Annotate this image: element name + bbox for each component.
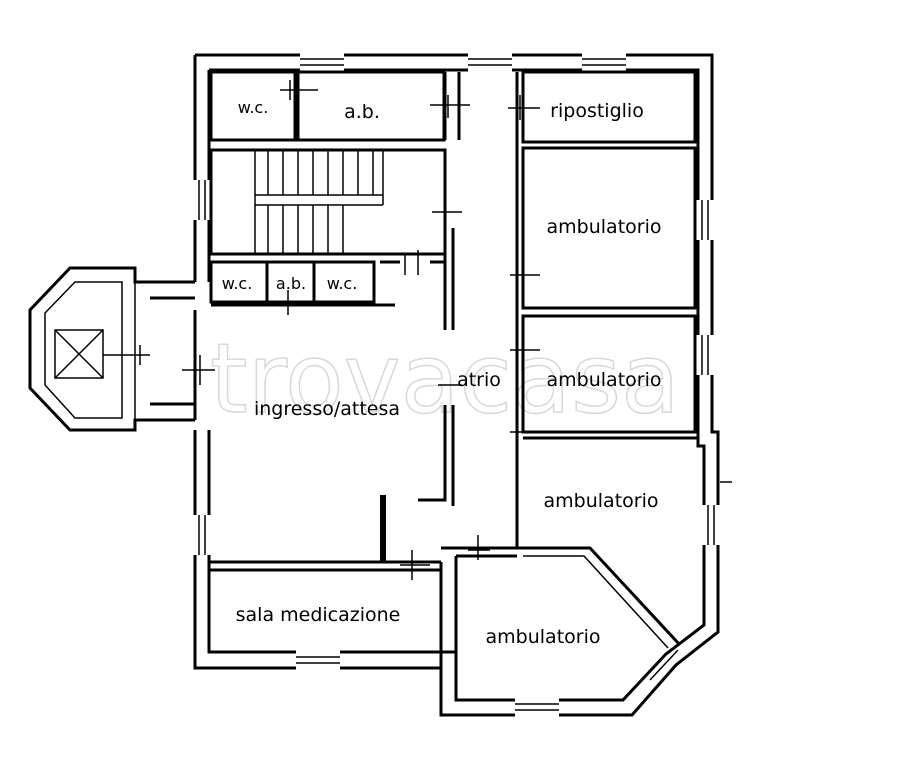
room-label-ambulatorio-2: ambulatorio xyxy=(547,369,662,391)
outer-walls xyxy=(193,53,720,718)
room-label-wc-top: w.c. xyxy=(238,98,269,117)
room-label-ab-small: a.b. xyxy=(276,274,306,293)
room-labels: w.c. a.b. ripostiglio ambulatorio w.c. a… xyxy=(222,98,662,648)
room-label-ab-top: a.b. xyxy=(344,101,380,123)
room-label-sala-medicazione: sala medicazione xyxy=(236,604,401,626)
room-label-ingresso: ingresso/attesa xyxy=(254,398,400,420)
room-label-ambulatorio-4: ambulatorio xyxy=(486,626,601,648)
room-label-atrio: atrio xyxy=(457,369,501,391)
door-markers xyxy=(280,80,732,580)
room-label-wc-small-right: w.c. xyxy=(327,274,358,293)
stairs xyxy=(254,150,384,254)
room-label-ripostiglio: ripostiglio xyxy=(550,100,644,122)
room-label-ambulatorio-1: ambulatorio xyxy=(547,216,662,238)
entrance-annex xyxy=(28,266,215,432)
room-label-ambulatorio-3: ambulatorio xyxy=(544,490,659,512)
internal-walls xyxy=(209,70,698,668)
room-label-wc-small-left: w.c. xyxy=(222,274,253,293)
lift-shaft xyxy=(54,329,104,379)
